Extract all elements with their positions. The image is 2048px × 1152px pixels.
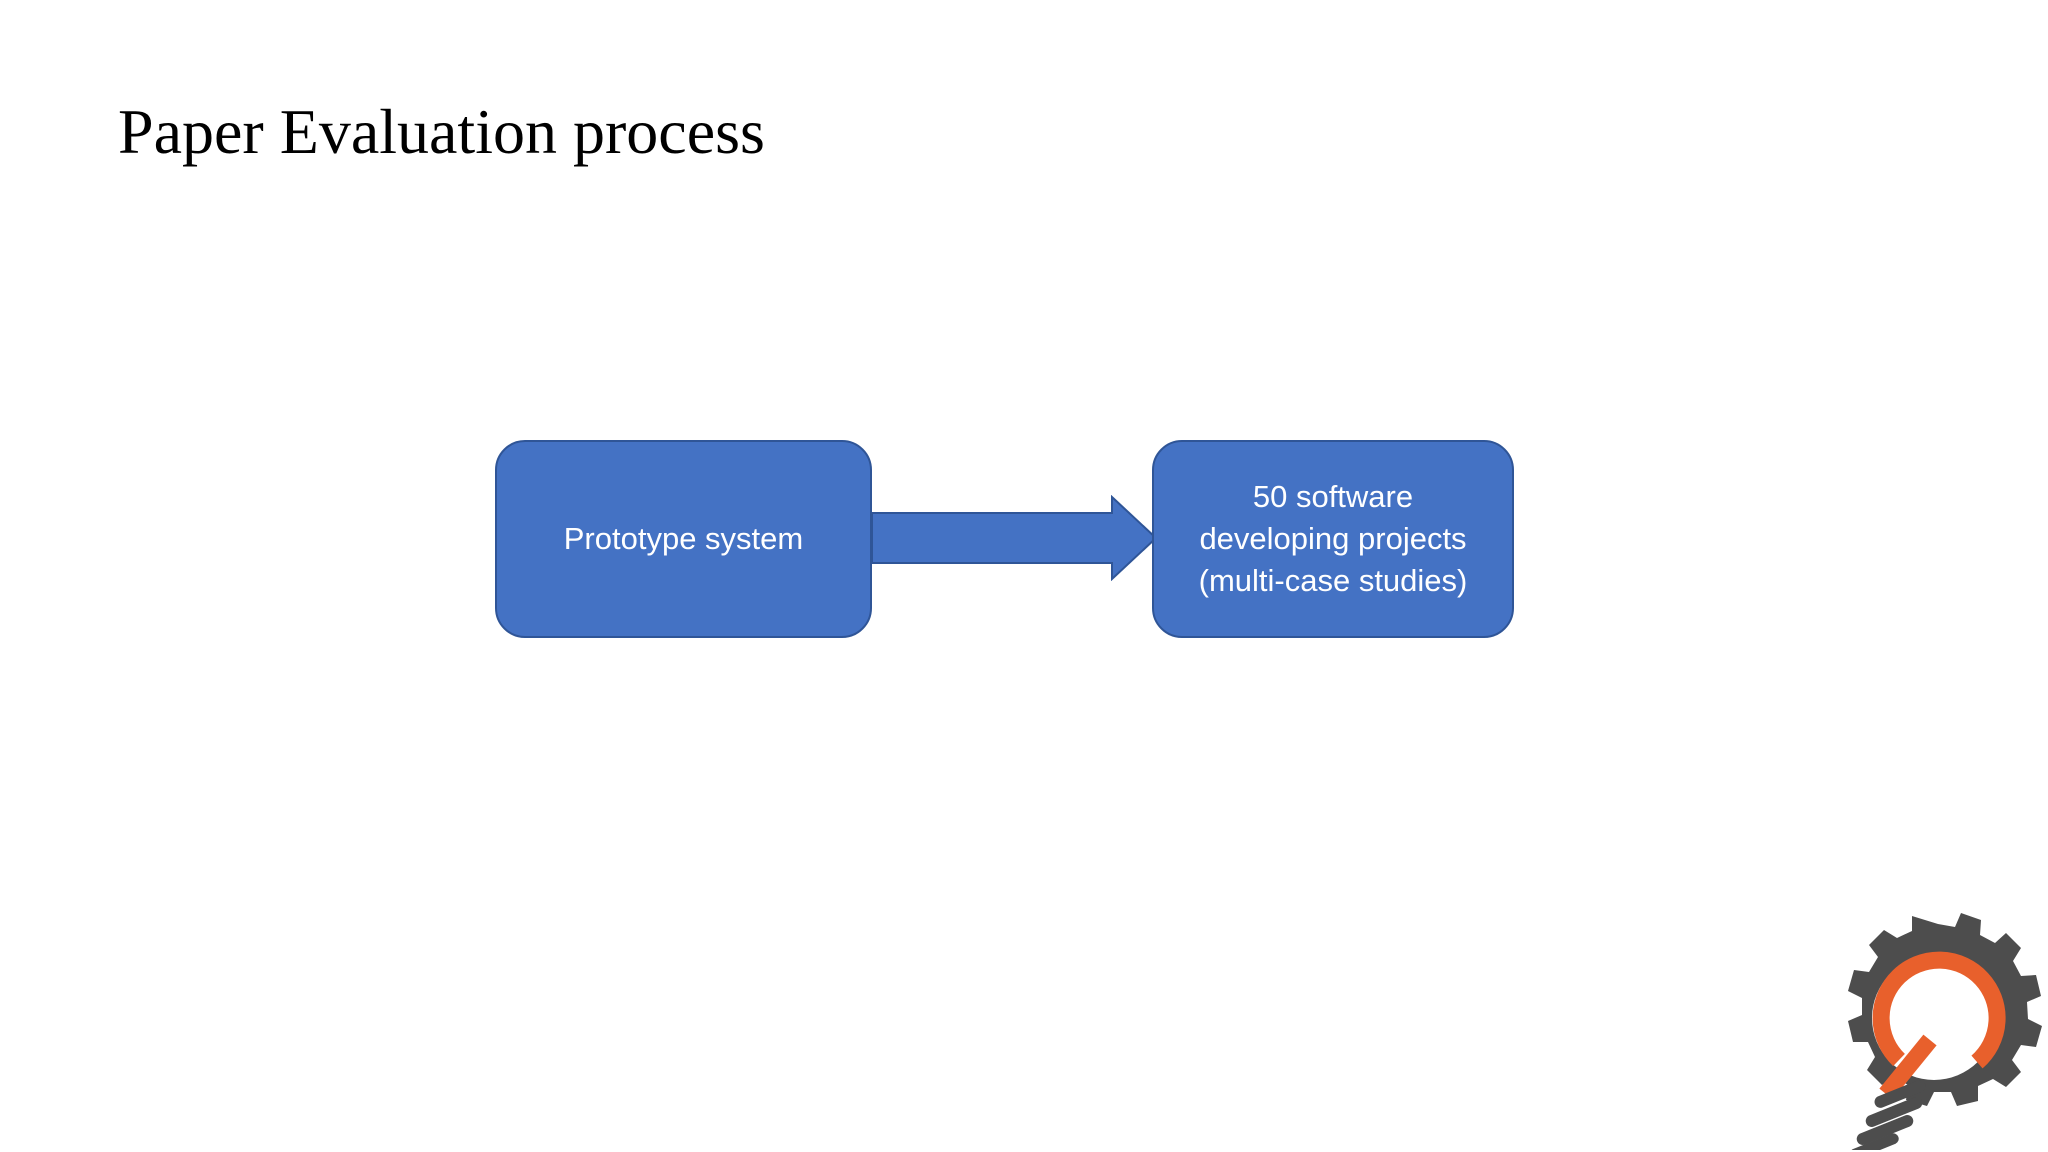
- flow-node-prototype-system[interactable]: Prototype system: [495, 440, 872, 638]
- flow-node-line-1: 50 software: [1252, 479, 1414, 515]
- lightbulb-base-icon: [1849, 1080, 1926, 1152]
- arrow-right-svg: [871, 494, 1158, 582]
- arrow-right-icon: [866, 494, 1158, 582]
- flow-node-software-projects-label: 50 software developing projects (multi-c…: [1199, 476, 1468, 602]
- gear-lightbulb-logo: [1826, 910, 2042, 1152]
- page-title: Paper Evaluation process: [118, 96, 765, 167]
- flow-node-prototype-system-label: Prototype system: [563, 520, 804, 556]
- flow-node-line-3: (multi-case studies): [1198, 562, 1468, 598]
- magnifier-ring-icon: [1872, 951, 2006, 1100]
- gear-lightbulb-logo-svg: [1848, 913, 2042, 1152]
- arrow-right-shape: [871, 494, 1158, 582]
- flow-node-line-2: developing projects: [1199, 521, 1467, 557]
- flow-node-software-projects[interactable]: 50 software developing projects (multi-c…: [1152, 440, 1514, 638]
